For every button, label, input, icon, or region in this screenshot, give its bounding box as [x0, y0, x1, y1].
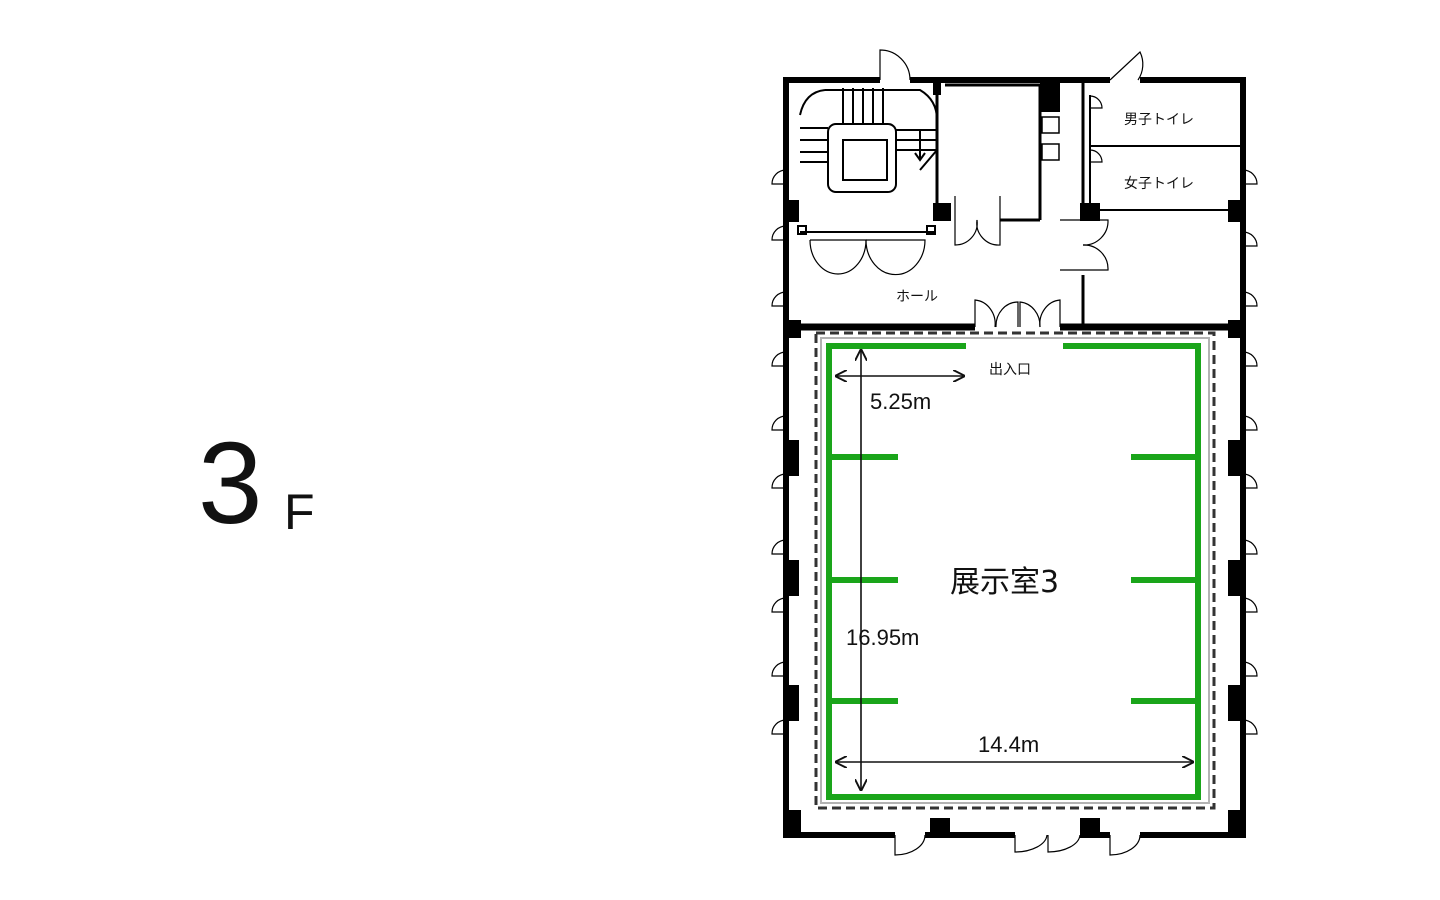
room-label-exhibition: 展示室3 — [950, 565, 1059, 600]
dimension-width-label: 14.4m — [978, 732, 1039, 757]
stairwell — [797, 88, 938, 235]
dimension-depth-label: 16.95m — [846, 625, 919, 650]
entrance-label: 出入口 — [989, 362, 1031, 378]
dimension-opening-label: 5.25m — [870, 389, 931, 414]
interior-door-swings — [809, 95, 1109, 328]
panel-frame — [826, 343, 1201, 800]
display-panels — [826, 343, 1201, 800]
exhibition-room-border — [814, 331, 1216, 810]
room-label-womens-toilet: 女子トイレ — [1124, 175, 1194, 192]
floor-number: 3 — [198, 418, 263, 548]
dimension-lines — [836, 350, 1193, 790]
floor-suffix: F — [284, 484, 315, 540]
room-label-hall: ホール — [896, 289, 938, 305]
room-label-mens-toilet: 男子トイレ — [1124, 112, 1194, 128]
window-swings — [771, 49, 1258, 856]
floor-title: 3 F — [190, 425, 370, 585]
